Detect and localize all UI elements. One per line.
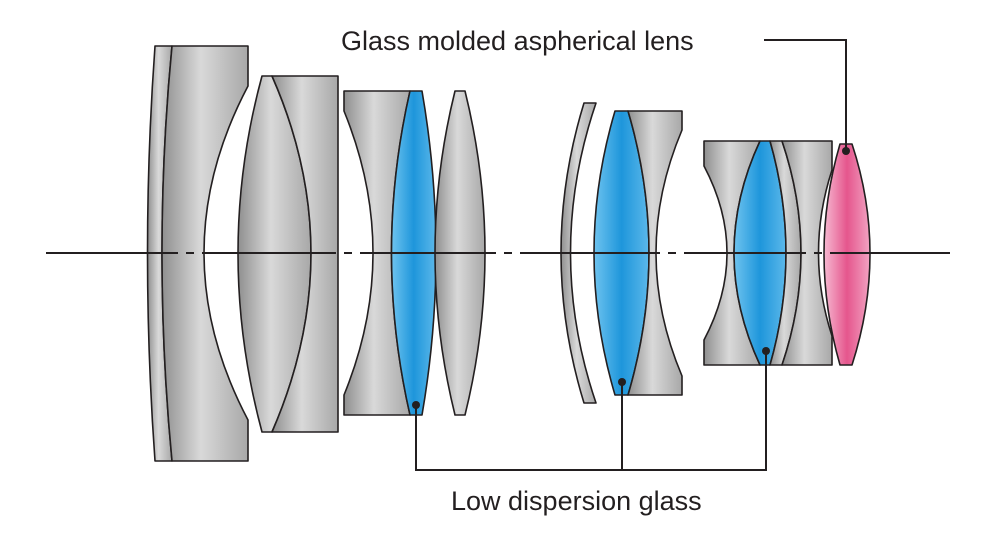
low-dispersion-callout xyxy=(412,347,770,471)
lens-element-8 xyxy=(560,102,597,404)
lens-element-14 xyxy=(781,140,833,366)
lens-element-2 xyxy=(161,45,249,462)
aspherical-label: Glass molded aspherical lens xyxy=(341,26,694,56)
aspherical-callout xyxy=(764,39,850,155)
lens-element-15-aspherical xyxy=(823,143,871,366)
lens-element-4 xyxy=(271,75,339,433)
low-dispersion-label: Low dispersion glass xyxy=(451,486,702,516)
